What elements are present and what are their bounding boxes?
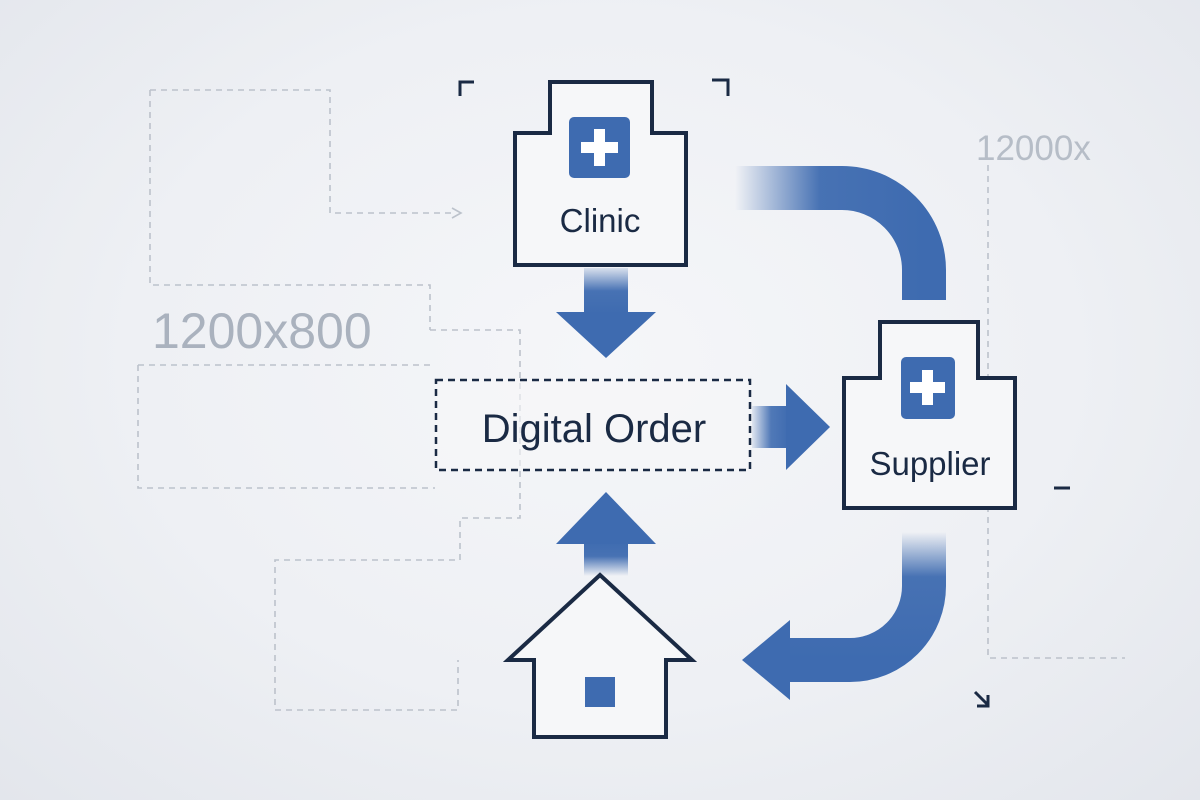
background-guides <box>137 89 1125 711</box>
guide-right <box>987 165 1125 659</box>
home-icon <box>502 572 698 739</box>
guide-top-left-arrowhead <box>451 207 463 219</box>
crop-mark-bottom-right <box>973 690 990 708</box>
guide-left-inner <box>274 329 521 711</box>
crop-mark-top-right <box>712 78 730 96</box>
guide-left-outer <box>149 90 431 330</box>
node-clinic: Clinic <box>513 80 688 267</box>
medical-cross-icon <box>569 117 630 178</box>
supplier-label: Supplier <box>869 445 990 482</box>
guide-top-left <box>150 89 455 214</box>
arrow-order-to-supplier-head <box>786 384 830 470</box>
node-supplier: Supplier <box>842 320 1017 510</box>
guide-left-box-2 <box>137 365 435 489</box>
node-home <box>502 572 698 739</box>
crop-marks <box>458 78 1070 708</box>
clinic-label: Clinic <box>560 202 641 239</box>
arrow-supplier-to-home-head <box>742 620 790 700</box>
digital-order-label: Digital Order <box>482 407 707 451</box>
node-digital-order: Digital Order <box>434 378 752 472</box>
arrow-clinic-to-order-head <box>556 312 656 358</box>
medical-cross-icon <box>901 357 955 419</box>
home-window-icon <box>585 677 615 707</box>
arrow-clinic-to-supplier <box>735 166 946 300</box>
digital-order-box <box>434 378 752 472</box>
arrow-supplier-to-home-body <box>790 532 946 682</box>
arrow-clinic-to-order-body <box>584 268 628 314</box>
arrow-order-to-supplier-body <box>752 406 790 448</box>
watermark-primary: 1200x800 <box>152 303 372 359</box>
arrow-home-to-order-head <box>556 492 656 544</box>
watermark-secondary: 12000x <box>976 129 1091 168</box>
arrow-home-to-order-body <box>584 540 628 576</box>
crop-mark-top-left <box>458 80 474 96</box>
